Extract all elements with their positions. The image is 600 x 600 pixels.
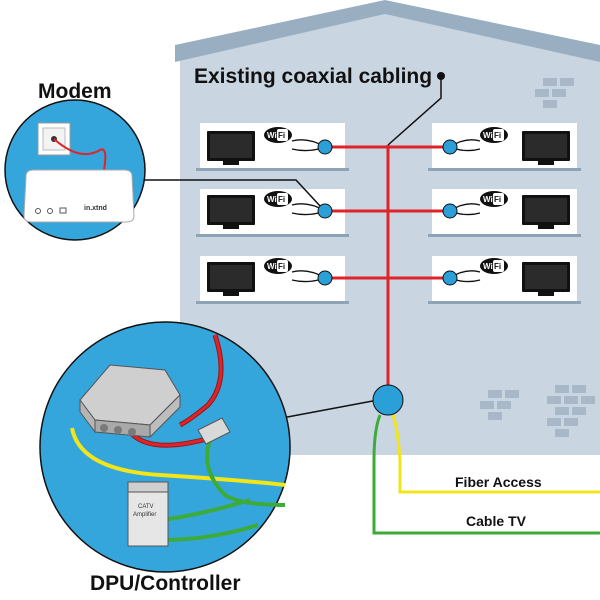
svg-text:Wi: Wi (267, 262, 277, 271)
coax-node-icon (317, 203, 333, 219)
svg-text:Fi: Fi (278, 195, 285, 204)
label-pointer (387, 72, 445, 146)
tv-icon (207, 131, 255, 165)
coax-network (332, 145, 444, 385)
svg-text:Wi: Wi (483, 195, 493, 204)
coax-node-icon (442, 203, 458, 219)
svg-text:Fi: Fi (278, 131, 285, 140)
amplifier-label-2: Amplifier (133, 512, 157, 518)
building (175, 0, 600, 455)
coax-node-icon (317, 270, 333, 286)
coax-node-icon (372, 384, 404, 416)
svg-text:Fi: Fi (494, 195, 501, 204)
tv-icon (522, 195, 570, 229)
dpu-device (79, 364, 181, 439)
modem-label: Modem (38, 80, 112, 103)
amplifier-icon (127, 481, 169, 547)
brick-icon (547, 385, 595, 437)
amplifier-label-1: CATV (138, 504, 154, 510)
svg-text:Fi: Fi (494, 131, 501, 140)
splitter-icon (197, 417, 231, 445)
fiber-access-label: Fiber Access (455, 474, 542, 490)
coax-node-icon (442, 270, 458, 286)
cable-tv-label: Cable TV (466, 513, 526, 529)
modem-icon (23, 169, 135, 223)
existing-cabling-label: Existing coaxial cabling (194, 65, 433, 88)
dpu-callout (39, 321, 291, 573)
cable-tv-cable (372, 414, 600, 535)
svg-text:Wi: Wi (267, 131, 277, 140)
coax-node-icon (317, 139, 333, 155)
svg-text:Wi: Wi (483, 262, 493, 271)
tv-icon (207, 195, 255, 229)
svg-text:Fi: Fi (278, 262, 285, 271)
modem-connector-line (140, 179, 322, 208)
dpu-controller-label: DPU/Controller (90, 572, 241, 595)
svg-text:Wi: Wi (483, 131, 493, 140)
dpu-connector-line (281, 399, 379, 419)
modem-brand-label: in.xtnd (84, 205, 107, 212)
svg-text:Wi: Wi (267, 195, 277, 204)
svg-text:Fi: Fi (494, 262, 501, 271)
modem-callout (4, 99, 146, 241)
brick-icon (480, 390, 519, 420)
brick-icon (535, 78, 574, 108)
tv-icon (207, 262, 255, 296)
roof (175, 0, 600, 62)
tv-icon (522, 131, 570, 165)
tv-icon (522, 262, 570, 296)
fiber-access-cable (391, 414, 600, 494)
coax-node-icon (442, 139, 458, 155)
